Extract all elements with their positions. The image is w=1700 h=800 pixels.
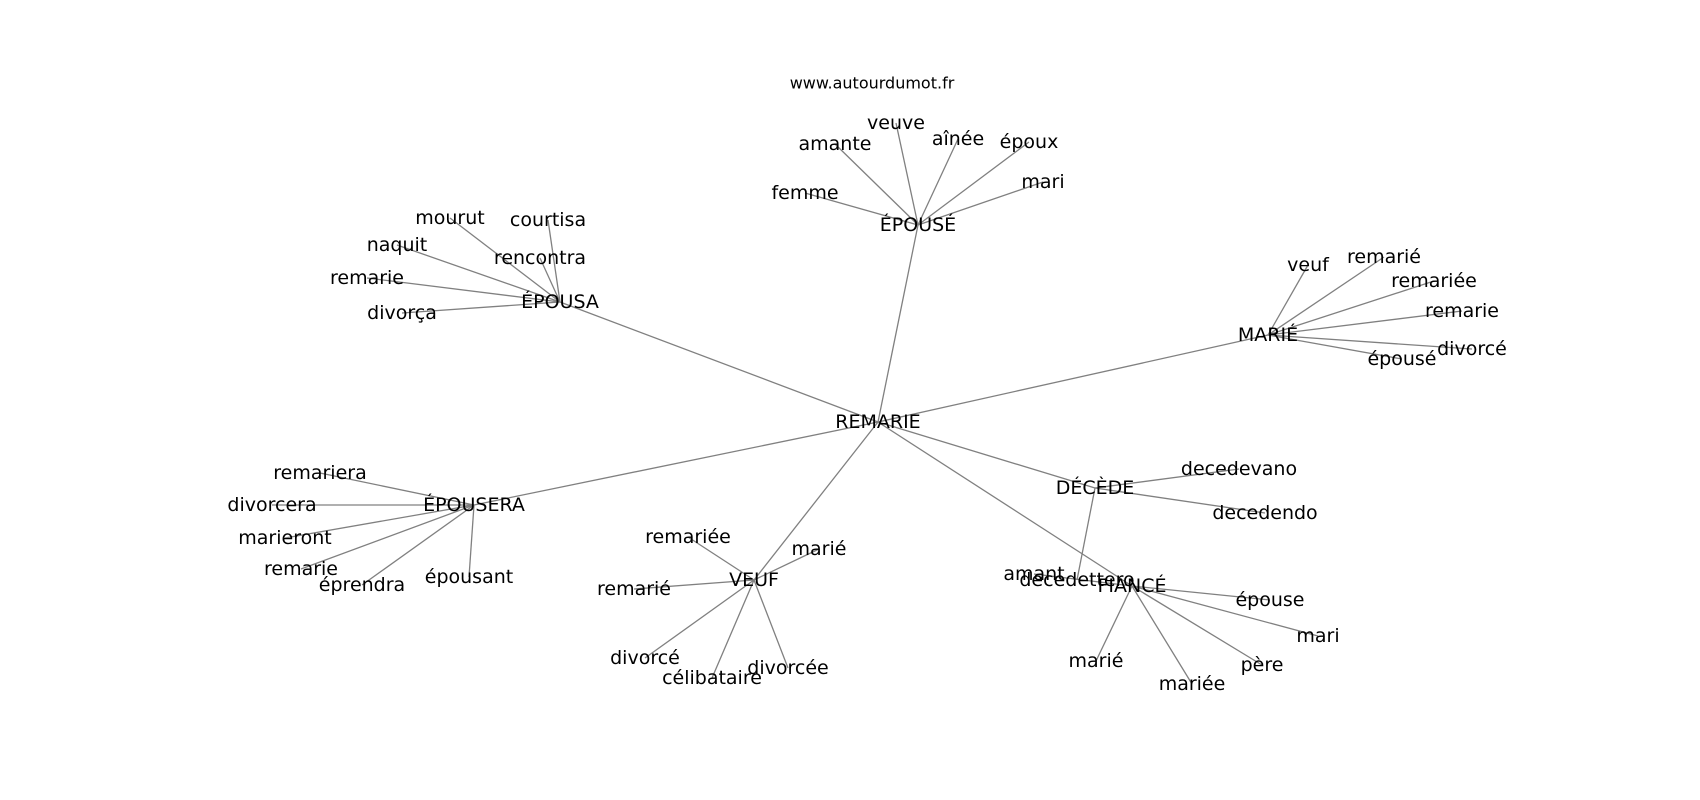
leaf-word: mari — [1021, 171, 1064, 193]
leaf-word: rencontra — [494, 247, 586, 269]
leaf-word: remarie — [330, 267, 404, 289]
edge-hub-to-word — [1267, 256, 1385, 336]
hub-word: DÉCÈDE — [1056, 476, 1135, 499]
leaf-word: divorcé — [610, 647, 680, 669]
source-label: www.autourdumot.fr — [790, 74, 955, 93]
edge-hub-to-word — [895, 122, 919, 226]
leaf-word: père — [1241, 654, 1284, 676]
edge-hub-to-word — [1267, 310, 1463, 336]
hub-word: ÉPOUSÉ — [880, 213, 956, 236]
leaf-word: mariée — [1159, 673, 1226, 695]
leaf-word: divorcé — [1437, 338, 1507, 360]
edge-hub-to-word — [1267, 264, 1309, 336]
edge-center-to-hub — [559, 301, 879, 423]
leaf-word: veuf — [1287, 254, 1330, 276]
leaf-word: divorcée — [747, 657, 828, 679]
leaf-word: remarié — [597, 578, 671, 600]
leaf-word: marié — [792, 538, 847, 560]
edge-hub-to-word — [284, 504, 475, 539]
edge-center-to-hub — [473, 421, 879, 506]
leaf-word: divorcera — [227, 494, 316, 516]
edge-hub-to-word — [804, 192, 919, 226]
leaf-word: mari — [1296, 625, 1339, 647]
edge-hub-to-word — [711, 579, 755, 679]
leaf-word: amante — [799, 133, 872, 155]
leaf-word: épouse — [1235, 589, 1304, 611]
edge-hub-to-word — [539, 257, 561, 303]
edge-hub-to-word — [1095, 585, 1133, 662]
edge-hub-to-word — [468, 504, 475, 578]
leaf-word: naquit — [367, 234, 428, 256]
edge-hub-to-word — [1267, 280, 1435, 336]
edge-hub-to-word — [917, 138, 959, 226]
graph-labels: www.autourdumot.fr REMARIEfemmeamanteveu… — [227, 74, 1506, 696]
edge-hub-to-word — [644, 579, 755, 659]
edge-hub-to-word — [361, 504, 475, 586]
graph-edges — [272, 122, 1473, 685]
leaf-word: decedendo — [1212, 502, 1317, 524]
edge-hub-to-word — [300, 504, 475, 570]
leaf-word: marié — [1069, 650, 1124, 672]
edge-hub-to-word — [834, 143, 919, 226]
edge-hub-to-word — [547, 219, 561, 303]
hub-word: ÉPOUSA — [521, 290, 599, 313]
edge-hub-to-word — [1131, 585, 1263, 666]
edge-hub-to-word — [1131, 585, 1319, 637]
edge-hub-to-word — [1033, 573, 1133, 587]
edge-hub-to-word — [753, 548, 820, 581]
hub-word: FIANCÉ — [1097, 574, 1166, 597]
edge-hub-to-word — [449, 217, 561, 303]
leaf-word: remarié — [1347, 246, 1421, 268]
leaf-word: éprendra — [319, 574, 405, 596]
edge-hub-to-word — [1131, 585, 1193, 685]
edge-center-to-hub — [753, 421, 879, 581]
leaf-word: remarie — [1425, 300, 1499, 322]
hub-word: ÉPOUSERA — [423, 493, 525, 516]
edge-hub-to-word — [401, 301, 561, 314]
edge-hub-to-word — [687, 536, 755, 581]
edge-hub-to-word — [1267, 334, 1473, 350]
edge-hub-to-word — [753, 579, 789, 669]
edge-center-to-hub — [877, 421, 1133, 587]
edge-hub-to-word — [917, 181, 1044, 226]
edge-hub-to-word — [396, 244, 561, 303]
leaf-word: époux — [1000, 131, 1059, 153]
edge-hub-to-word — [633, 579, 755, 590]
leaf-word: mourut — [415, 207, 484, 229]
edge-center-to-hub — [877, 334, 1269, 423]
leaf-word: marieront — [238, 527, 331, 549]
leaf-word: remarie — [264, 558, 338, 580]
leaf-word: amant — [1003, 563, 1064, 585]
center-word: REMARIE — [835, 411, 920, 433]
leaf-word: épousant — [425, 566, 513, 588]
edge-center-to-hub — [877, 421, 1096, 489]
leaf-word: divorça — [367, 302, 437, 324]
edge-hub-to-word — [319, 472, 475, 506]
edge-hub-to-word — [1076, 487, 1096, 581]
hub-word: MARIÉ — [1238, 323, 1298, 346]
leaf-word: épousé — [1367, 348, 1436, 370]
edge-hub-to-word — [1267, 334, 1403, 360]
leaf-word: veuve — [867, 112, 925, 134]
leaf-word: remariée — [645, 526, 731, 548]
hub-word: VEUF — [729, 569, 779, 591]
edge-hub-to-word — [1094, 487, 1266, 514]
leaf-word: decedettero — [1019, 569, 1134, 591]
leaf-word: remariera — [273, 462, 366, 484]
leaf-word: femme — [771, 182, 838, 204]
edge-center-to-hub — [877, 224, 919, 423]
edge-hub-to-word — [1094, 468, 1240, 489]
edge-hub-to-word — [917, 141, 1030, 226]
leaf-word: aînée — [932, 128, 984, 150]
edge-hub-to-word — [366, 277, 561, 303]
leaf-word: decedevano — [1181, 458, 1297, 480]
leaf-word: remariée — [1391, 270, 1477, 292]
edge-hub-to-word — [1131, 585, 1271, 601]
leaf-word: célibataire — [662, 667, 762, 689]
leaf-word: courtisa — [510, 209, 586, 231]
